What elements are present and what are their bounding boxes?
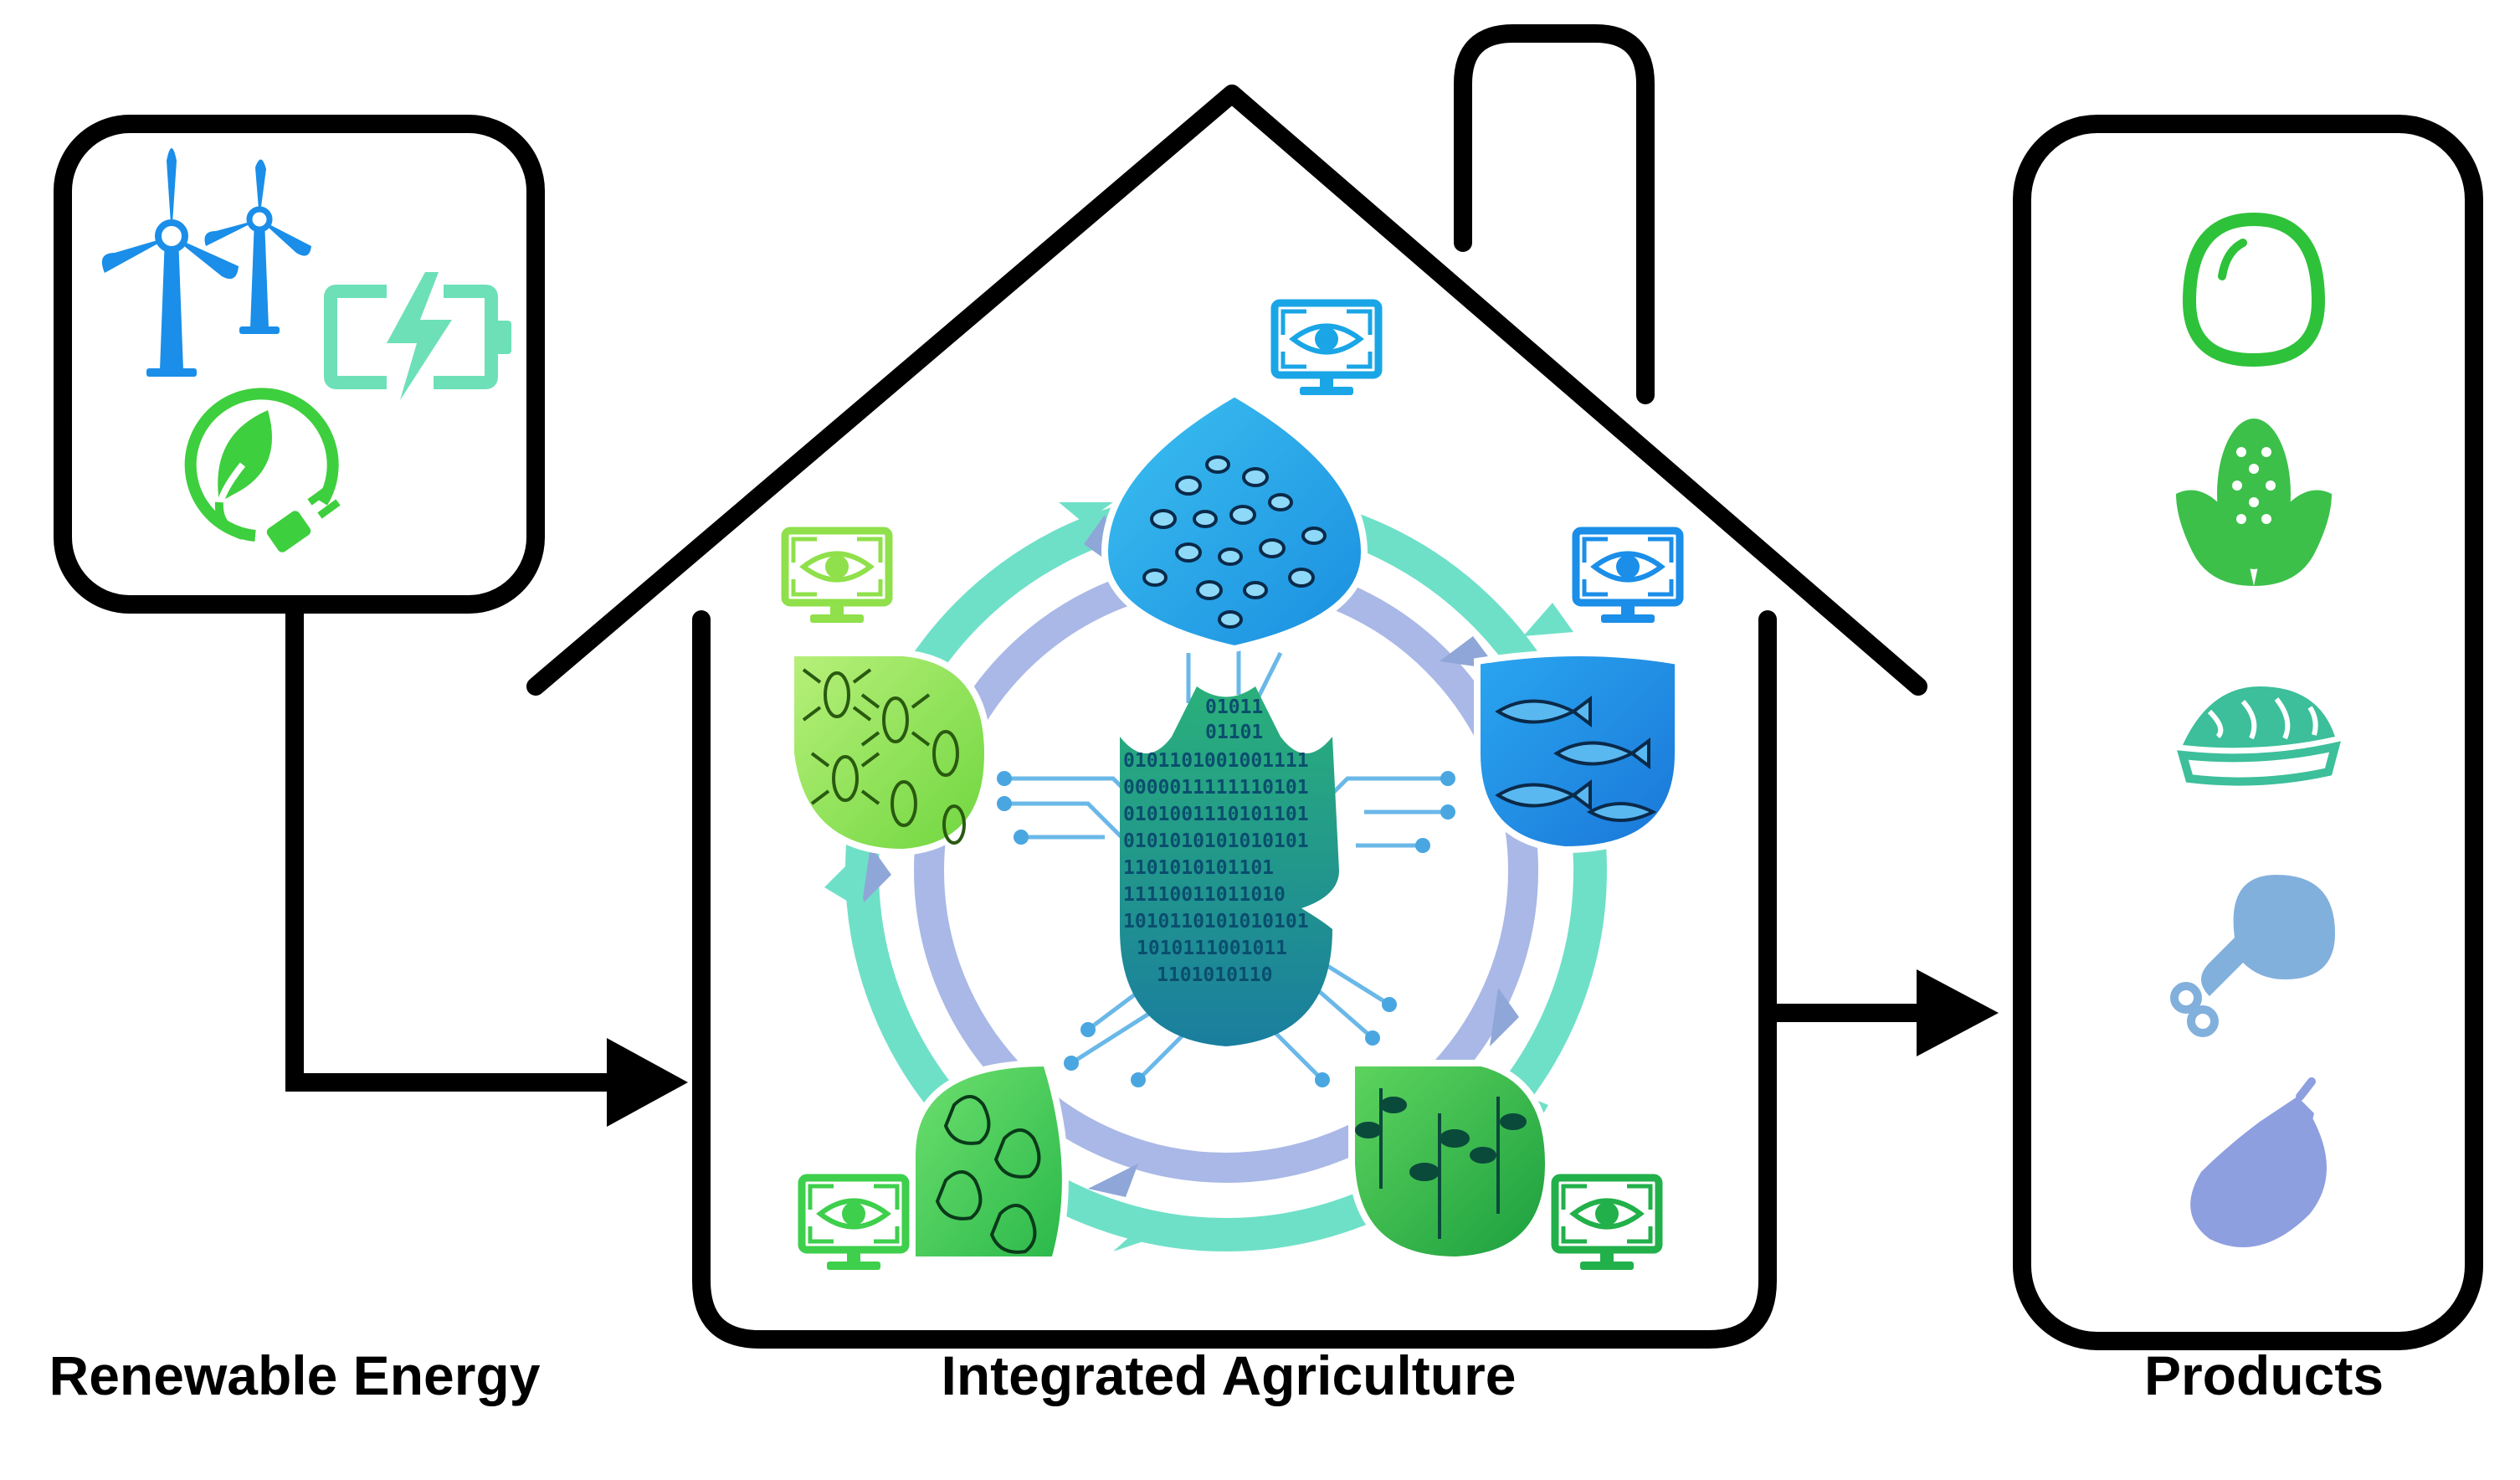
binary-line: 01011 [1205,696,1263,718]
wind-turbine-icon [101,148,311,377]
drumstick-icon [2170,875,2335,1037]
insects-leaf [788,650,992,856]
house-outline [526,24,1927,1349]
binary-line: 0000011111110101 [1123,777,1309,799]
binary-line: 11110011011010 [1123,884,1286,906]
binary-line: 01101 [1205,722,1263,743]
renewable-energy-panel [54,115,545,614]
monitor-eye-icon [1555,1178,1659,1270]
products-caption: Products [2143,1344,2384,1406]
energy-to-house-arrow [285,604,688,1127]
house-to-products-arrow [1768,969,1999,1056]
egg-icon [2182,212,2326,367]
monitor-eye-icon [1275,303,1378,395]
chickens-leaf [909,1059,1069,1263]
binary-line: 0101101001001111 [1123,750,1309,772]
eggplant-icon [2190,1077,2327,1247]
battery-charging-icon [324,272,511,400]
data-tulip: 01011 01101 0101101001001111 00000111111… [1120,686,1339,1046]
monitor-eye-icon [802,1178,906,1270]
binary-line: 1101010101101 [1123,857,1274,879]
binary-line: 0101001110101101 [1123,804,1309,825]
fish-leaf [1474,650,1681,854]
products-panel [2013,115,2483,1350]
corn-icon [2176,419,2332,586]
seeds-leaf [1101,389,1368,653]
binary-line: 0101010101010101 [1123,830,1309,852]
binary-line: 1010110101010101 [1123,911,1309,933]
plants-leaf [1348,1060,1553,1264]
integrated-agriculture-caption: Integrated Agriculture [941,1344,1517,1406]
renewable-energy-caption: Renewable Energy [49,1344,541,1406]
eco-plug-icon [184,388,341,552]
monitor-eye-icon [1576,531,1680,623]
monitor-eye-icon [785,531,889,623]
binary-line: 1101010110 [1157,964,1272,986]
fish-fillet-icon [2177,686,2341,786]
binary-line: 1010111001011 [1137,938,1287,959]
